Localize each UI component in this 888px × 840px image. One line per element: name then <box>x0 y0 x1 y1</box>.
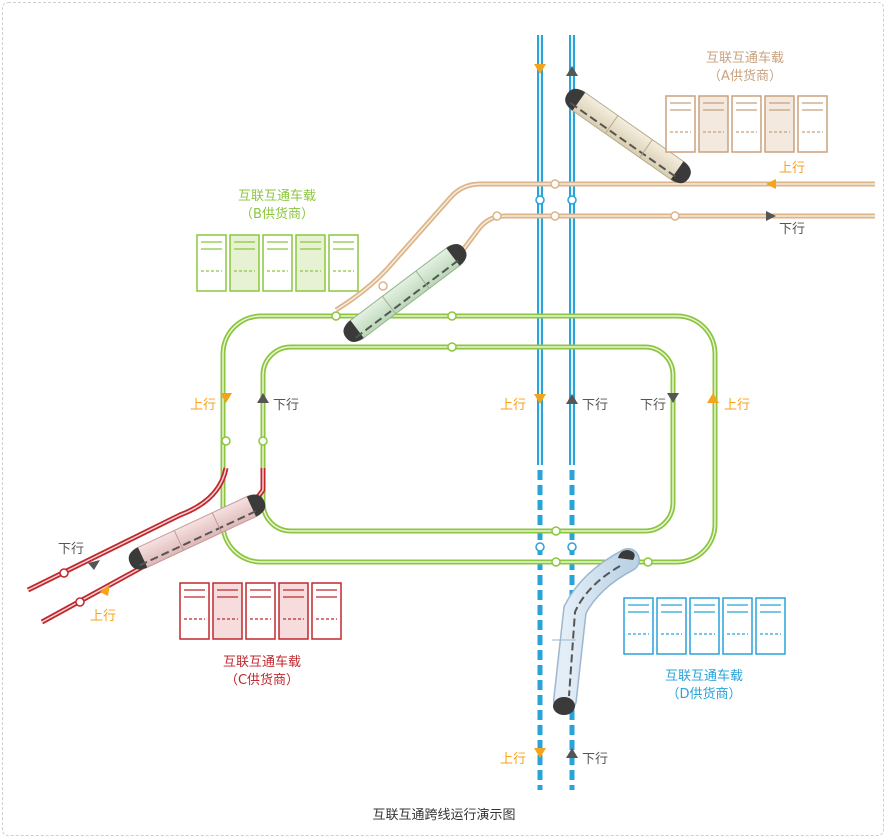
vendor-a-sub: （A供货商） <box>708 68 782 84</box>
train-a <box>565 88 691 184</box>
vendor-c-sub: （C供货商） <box>225 672 299 688</box>
green-line-track <box>220 313 718 565</box>
label-down-green-left: 下行 <box>273 398 299 413</box>
label-up-green-left: 上行 <box>190 398 216 413</box>
direction-labels: 上行 下行 上行 下行 上行 下行 下行 上行 上行 下行 下行 上行 <box>58 161 805 767</box>
cabinet-group-a <box>665 95 828 153</box>
figure-caption: 互联互通跨线运行演示图 <box>372 808 516 823</box>
label-down-red: 下行 <box>58 542 84 557</box>
vendor-b-title: 互联互通车载 <box>238 188 316 204</box>
vendor-labels: 互联互通车载 （A供货商） 互联互通车载 （B供货商） 互联互通车载 （C供货商… <box>223 50 784 702</box>
vendor-c-title: 互联互通车载 <box>223 654 301 670</box>
train-c <box>128 494 266 570</box>
label-down-blue-bottom: 下行 <box>582 752 608 767</box>
vendor-a-title: 互联互通车载 <box>706 50 784 66</box>
label-up-orange: 上行 <box>779 161 805 176</box>
vendor-d-title: 互联互通车载 <box>665 668 743 684</box>
label-down-orange: 下行 <box>779 222 805 237</box>
cabinet-group-c <box>179 582 342 640</box>
train-b <box>343 243 467 343</box>
cabinet-group-b <box>196 234 359 292</box>
label-up-blue-mid: 上行 <box>500 398 526 413</box>
direction-arrows <box>88 64 776 758</box>
label-up-red: 上行 <box>90 609 116 624</box>
label-down-green-right: 下行 <box>640 398 666 413</box>
cabinet-group-d <box>623 597 786 655</box>
train-d <box>552 548 640 715</box>
vendor-d-sub: （D供货商） <box>666 686 741 702</box>
vendor-b-sub: （B供货商） <box>240 206 314 222</box>
label-down-blue-mid: 下行 <box>582 398 608 413</box>
label-up-green-right: 上行 <box>724 398 750 413</box>
orange-line-track <box>334 181 875 313</box>
label-up-blue-bottom: 上行 <box>500 752 526 767</box>
interconnection-diagram: 上行 下行 上行 下行 上行 下行 下行 上行 上行 下行 下行 上行 <box>26 35 875 790</box>
track-nodes <box>59 179 680 607</box>
